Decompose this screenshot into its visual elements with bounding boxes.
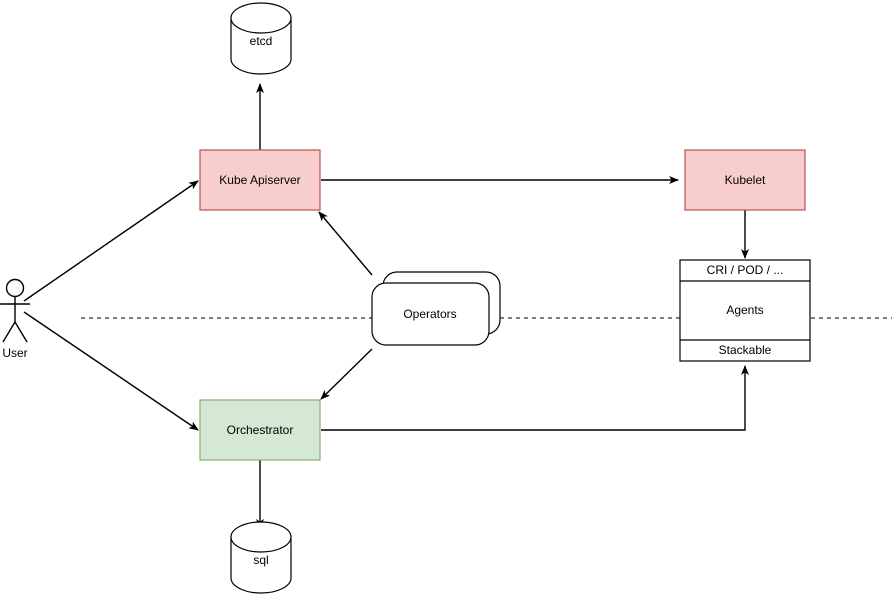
edge-operators-to-kube-apiserver bbox=[318, 211, 373, 276]
node-kubelet[interactable]: Kubelet bbox=[684, 149, 806, 211]
edge-user-to-orchestrator bbox=[23, 311, 199, 431]
node-kube-apiserver[interactable]: Kube Apiserver bbox=[199, 149, 321, 211]
node-orchestrator[interactable]: Orchestrator bbox=[199, 399, 321, 461]
node-agents[interactable]: CRI / POD / ... Agents Stackable bbox=[679, 259, 811, 362]
node-etcd[interactable]: etcd bbox=[230, 2, 292, 75]
node-kubelet-label: Kubelet bbox=[725, 173, 766, 187]
node-orchestrator-label: Orchestrator bbox=[227, 423, 294, 437]
node-kube-apiserver-label: Kube Apiserver bbox=[219, 173, 300, 187]
edge-user-to-kube-apiserver bbox=[23, 180, 199, 302]
node-user-actor[interactable]: User bbox=[0, 278, 30, 361]
node-user-label: User bbox=[2, 346, 27, 360]
node-agents-bottom-label: Stackable bbox=[719, 343, 772, 357]
node-sql-label: sql bbox=[253, 553, 268, 567]
node-etcd-label: etcd bbox=[250, 34, 273, 48]
node-agents-top-label: CRI / POD / ... bbox=[707, 263, 784, 277]
node-sql[interactable]: sql bbox=[230, 521, 292, 594]
node-agents-middle-label: Agents bbox=[726, 303, 763, 317]
edge-orchestrator-to-stackable bbox=[321, 365, 749, 431]
node-operators[interactable]: Operators bbox=[371, 271, 501, 346]
node-operators-label: Operators bbox=[403, 307, 456, 321]
edge-operators-to-orchestrator bbox=[320, 348, 373, 400]
